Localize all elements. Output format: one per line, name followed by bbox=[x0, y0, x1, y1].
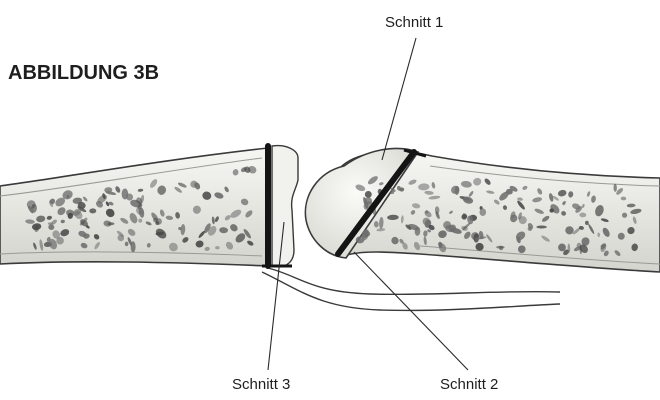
trabecula-spot bbox=[536, 226, 547, 229]
bone-sliver-body bbox=[272, 146, 298, 267]
bone-sliver bbox=[272, 146, 298, 267]
label-schnitt-1: Schnitt 1 bbox=[385, 14, 443, 31]
tendon-upper bbox=[268, 268, 560, 294]
left-bone bbox=[0, 148, 268, 266]
leader-line-cut1 bbox=[382, 38, 416, 160]
leader-line-cut2 bbox=[354, 252, 468, 370]
tendon-band bbox=[262, 268, 560, 310]
trabecula-spot bbox=[496, 246, 505, 249]
right-bone bbox=[305, 148, 660, 272]
label-schnitt-3: Schnitt 3 bbox=[232, 376, 290, 393]
label-schnitt-2: Schnitt 2 bbox=[440, 376, 498, 393]
